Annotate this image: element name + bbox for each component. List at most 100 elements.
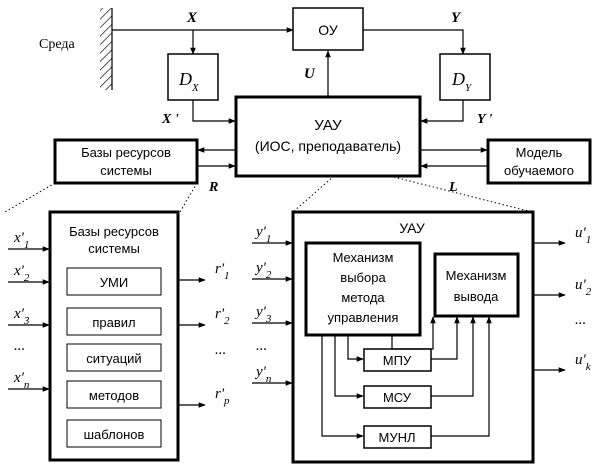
resource-bases-block: Базы ресурсов системы xyxy=(53,138,199,185)
bases-input-label: ... xyxy=(14,338,25,354)
uau-input-label: y'3 xyxy=(254,304,272,325)
uau-input-label-sub: 3 xyxy=(265,313,272,325)
uau-output-label-main: u' xyxy=(575,352,587,368)
uau-detail-title: УАУ xyxy=(399,220,425,236)
x-signal-label: X xyxy=(186,10,198,26)
zoom-line-uau-right xyxy=(389,175,533,213)
bases-output-label-main: r' xyxy=(215,306,225,322)
uau-input-label-main: y' xyxy=(254,224,267,240)
uau-output-label: u'2 xyxy=(575,277,592,298)
bases-output-label: r'1 xyxy=(215,261,230,282)
uau-module-label: МПУ xyxy=(383,353,412,368)
x-prime-line xyxy=(192,100,236,124)
bases-output-label-main: r' xyxy=(215,261,225,277)
bases-input-label: x'1 xyxy=(13,230,29,251)
zoom-line-bases-left xyxy=(4,182,56,213)
bases-output-label-main: r' xyxy=(215,386,225,402)
uau-input-label-main: y' xyxy=(254,364,267,380)
inference-line: вывода xyxy=(454,289,500,304)
bases-detail-title-line2: системы xyxy=(88,241,140,256)
uau-output-label: u'1 xyxy=(575,225,591,246)
bases-output-label-sub: 1 xyxy=(224,270,230,282)
resource-bases-line2: системы xyxy=(100,163,152,178)
inference-block: Механизм вывода xyxy=(433,252,520,318)
uau-input-label-sub: 1 xyxy=(266,233,272,245)
uau-module-label: МУНЛ xyxy=(378,430,415,445)
zoom-line-bases-right xyxy=(179,182,198,213)
base-item-label: УМИ xyxy=(100,275,128,290)
bases-input-label-sub: 2 xyxy=(24,272,30,284)
uau-input-label: ... xyxy=(256,338,267,354)
bases-output-label: r'p xyxy=(215,386,230,407)
bases-output-label: r'2 xyxy=(215,306,230,327)
bases-input-label-sub: 3 xyxy=(23,315,30,327)
y-prime-line xyxy=(420,100,464,124)
uau-output-label: u'k xyxy=(575,352,592,373)
bases-outputs: r'1r'2...r'p xyxy=(178,261,230,408)
method-selection-line: Механизм xyxy=(333,250,394,265)
y-signal-label: Y xyxy=(451,10,462,26)
uau-output-label-sub: k xyxy=(586,361,592,373)
svg-text:DX: DX xyxy=(178,69,200,94)
uau-main-title: УАУ xyxy=(314,117,342,134)
l-signal-label: L xyxy=(448,180,458,195)
bases-detail-block: Базы ресурсов системы УМИ правил ситуаций м… xyxy=(48,210,180,462)
base-item-label: правил xyxy=(92,315,135,330)
y-signal-line xyxy=(363,29,466,55)
base-item: ситуаций xyxy=(66,343,162,372)
method-selection-line: управления xyxy=(328,310,399,325)
ou-label: ОУ xyxy=(318,22,338,38)
ou-block: ОУ xyxy=(292,7,364,51)
bases-input-label: x'3 xyxy=(13,306,30,327)
bases-output-label-sub: 2 xyxy=(224,315,230,327)
uau-module: МУНЛ xyxy=(363,425,432,449)
learner-model-block: Модель обучаемого xyxy=(486,138,592,185)
bases-output-label-sub: p xyxy=(223,395,230,407)
uau-output-label: ... xyxy=(575,312,586,328)
bases-input-label-main: x' xyxy=(13,230,25,246)
dx-main-label: D xyxy=(178,69,192,89)
base-item: методов xyxy=(66,380,162,409)
uau-main-block: УАУ (ИОС, преподаватель) xyxy=(234,95,422,178)
dy-block: DY xyxy=(439,53,491,101)
svg-text:DY: DY xyxy=(451,69,473,94)
uau-input-label-main: y' xyxy=(254,304,267,320)
bases-input-label-main: x' xyxy=(13,370,25,386)
bases-input-label-sub: n xyxy=(24,379,30,391)
uau-input-label: y'2 xyxy=(254,260,272,281)
base-item: правил xyxy=(66,307,162,336)
bases-inputs: x'1x'2x'3...x'n xyxy=(8,230,50,392)
inference-line: Механизм xyxy=(446,268,507,283)
learner-model-line1: Модель xyxy=(516,145,563,160)
bases-input-label-main: ... xyxy=(14,338,25,354)
y-prime-label: Y ' xyxy=(477,112,493,127)
uau-module-label: МСУ xyxy=(383,390,412,405)
base-item-label: ситуаций xyxy=(86,351,141,366)
uau-input-label-sub: 2 xyxy=(266,269,272,281)
bases-detail-title-line1: Базы ресурсов xyxy=(69,224,159,239)
uau-main-subtitle: (ИОС, преподаватель) xyxy=(255,138,401,154)
base-item: шаблонов xyxy=(66,419,162,448)
dx-sub-label: X xyxy=(191,82,200,94)
uau-output-label-main: u' xyxy=(575,225,587,241)
dy-sub-label: Y xyxy=(465,82,473,94)
base-item: УМИ xyxy=(66,267,162,296)
bases-output-label-main: ... xyxy=(215,342,226,358)
base-item-label: методов xyxy=(89,388,139,403)
uau-inputs: y'1y'2y'3...y'n xyxy=(252,224,293,386)
learner-model-line2: обучаемого xyxy=(504,163,574,178)
bases-input-label-sub: 1 xyxy=(24,239,30,251)
bases-input-label-main: x' xyxy=(13,306,25,322)
bases-input-label-main: x' xyxy=(13,263,25,279)
dx-block: DX xyxy=(167,53,219,101)
method-selection-line: выбора xyxy=(340,270,386,285)
u-signal-label: U xyxy=(304,66,316,82)
uau-input-label-main: ... xyxy=(256,338,267,354)
uau-module: МСУ xyxy=(363,385,432,409)
base-item-label: шаблонов xyxy=(84,427,145,442)
uau-output-label-sub: 1 xyxy=(586,234,592,246)
uau-output-label-main: u' xyxy=(575,277,587,293)
